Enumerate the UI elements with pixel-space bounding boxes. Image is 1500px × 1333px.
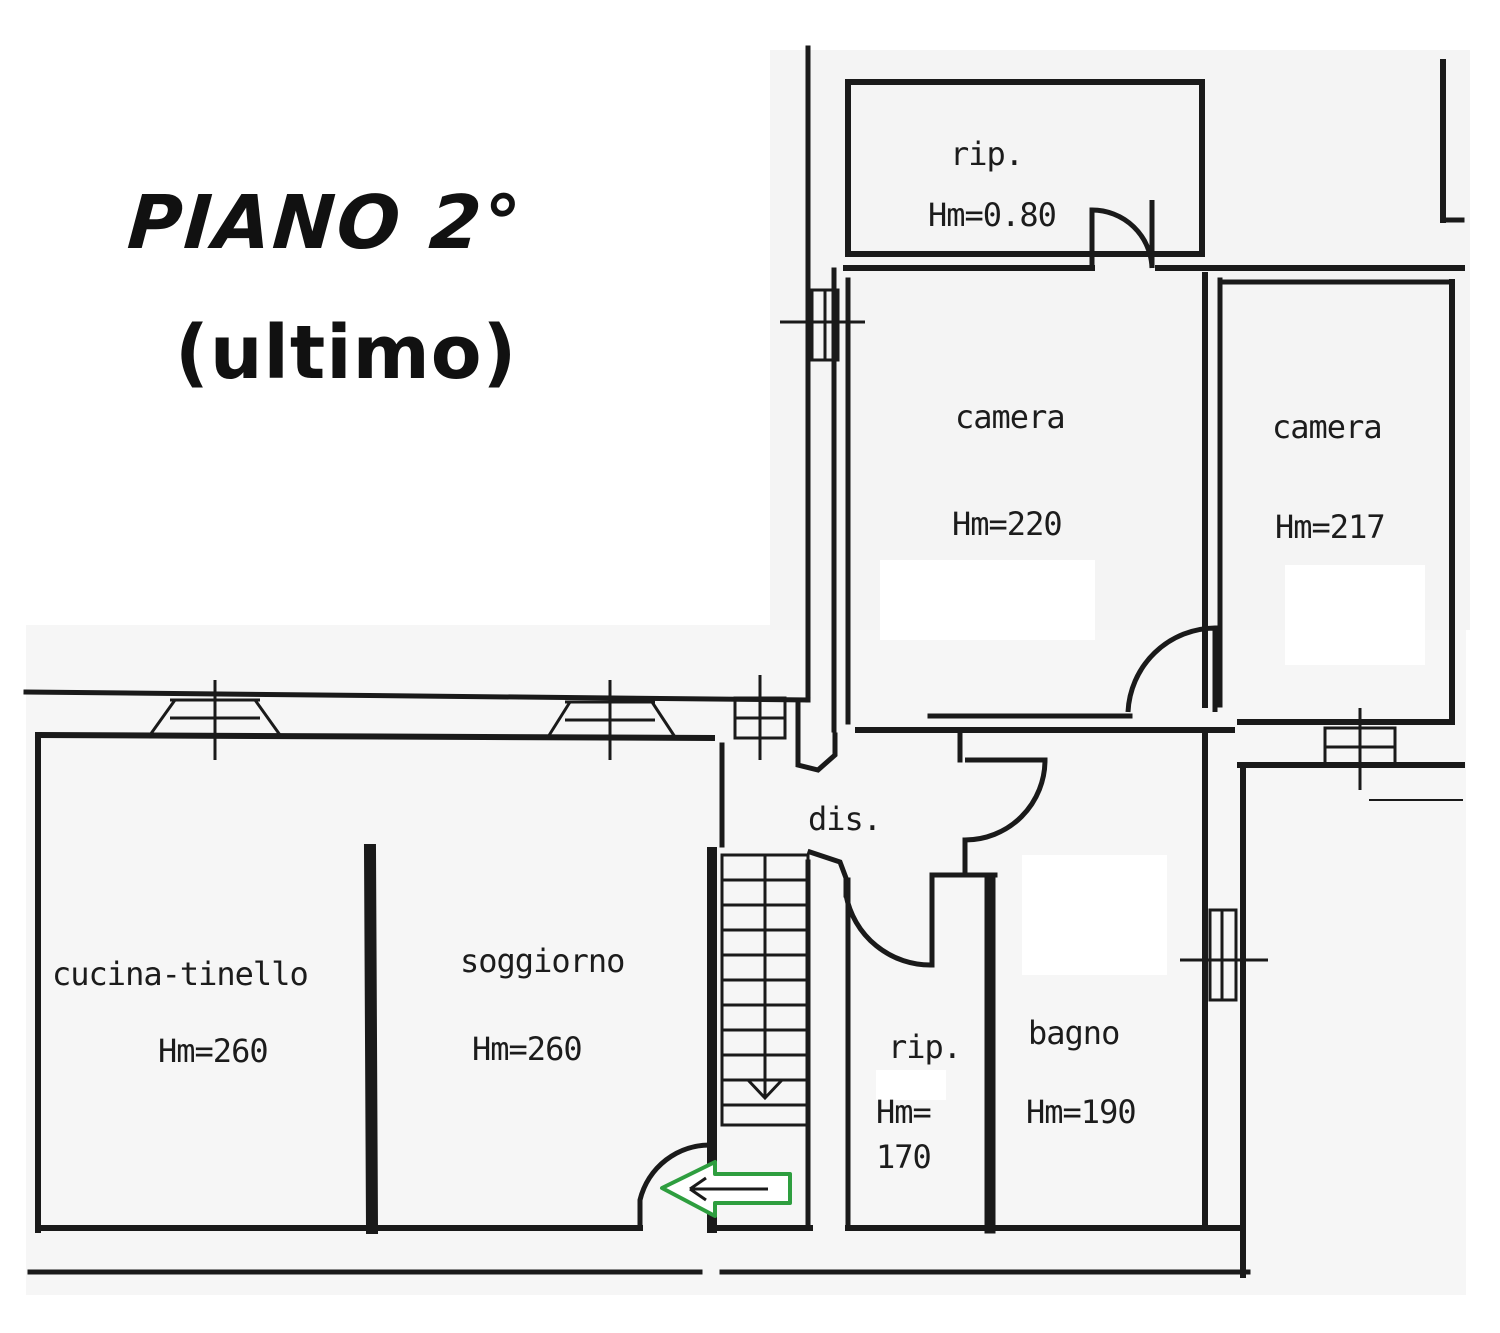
bagno-height: Hm=190 [1026, 1093, 1137, 1131]
walls [23, 45, 1465, 1278]
window-2 [546, 680, 677, 760]
camera-1-name: camera [955, 398, 1066, 436]
rip-bottom-name: rip. [888, 1028, 962, 1066]
window-3 [733, 675, 787, 760]
wall-dis-upper [795, 697, 838, 773]
cucina-height: Hm=260 [158, 1032, 269, 1070]
window-1 [148, 680, 282, 760]
rip-bottom-height-line1: Hm= [876, 1093, 932, 1131]
window-bagno [1180, 908, 1268, 1002]
window-upper-left [780, 288, 865, 362]
camera-2-height: Hm=217 [1275, 508, 1386, 546]
scan-shade-area-upper [770, 50, 1470, 630]
door-rip-bottom [843, 894, 935, 968]
rip-top-height: Hm=0.80 [928, 196, 1057, 234]
rip-bottom-height-line2: 170 [876, 1138, 932, 1176]
rip-top-name: rip. [950, 135, 1024, 173]
door-camera [1125, 625, 1218, 713]
bagno-name: bagno [1028, 1014, 1120, 1052]
soggiorno-height: Hm=260 [472, 1030, 583, 1068]
plan-title: PIANO 2° [124, 180, 526, 266]
soggiorno-name: soggiorno [460, 942, 625, 980]
window-right [1323, 708, 1397, 790]
cucina-name: cucina-tinello [52, 955, 309, 993]
door-entrance [637, 1142, 713, 1228]
wall-cucina-soggiorno [363, 843, 379, 1235]
doors [637, 200, 1218, 1228]
plan-subtitle: (ultimo) [175, 310, 518, 396]
wall-main-top-outer [23, 689, 811, 703]
camera-1-height: Hm=220 [952, 505, 1063, 543]
door-bagno [964, 757, 1048, 843]
wall-main-top-inner [34, 731, 716, 742]
camera-2-name: camera [1272, 408, 1383, 446]
arrow-left-icon [660, 1160, 792, 1218]
staircase [720, 853, 810, 1127]
dis-name: dis. [808, 800, 882, 838]
wall-rip-top [845, 79, 1205, 257]
scan-masks [876, 560, 1425, 1100]
windows [148, 288, 1397, 1002]
